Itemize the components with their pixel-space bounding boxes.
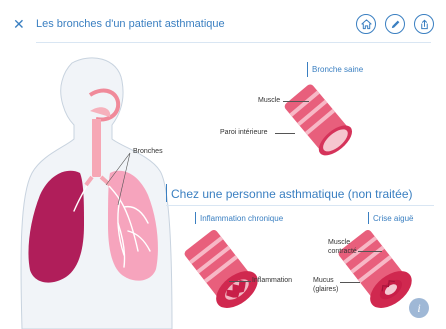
header-divider (36, 42, 431, 43)
muscle-leader-line (283, 101, 309, 102)
inflammation-leader-line (229, 281, 251, 282)
asthma-heading: Chez une personne asthmatique (non trait… (171, 187, 412, 201)
acute-crisis-label: Crise aiguë (373, 214, 413, 223)
healthy-section-label: Bronche saine (312, 65, 363, 74)
chronic-inflammation-label: Inflammation chronique (200, 214, 283, 223)
section-marker (166, 184, 167, 202)
inflammation-label: Inflammation (252, 277, 292, 284)
muscle-label: Muscle (258, 97, 280, 104)
inner-wall-label: Paroi intérieure (220, 129, 267, 136)
contracted-muscle-leader-line (358, 251, 382, 252)
chronic-bronchus-illustration (182, 228, 266, 318)
close-icon[interactable]: ✕ (13, 17, 25, 31)
healthy-bronchus-illustration (280, 82, 360, 162)
asthma-divider (166, 205, 434, 206)
info-icon: i (417, 301, 420, 316)
share-icon (419, 19, 430, 30)
mucus-label-line1: Mucus (313, 277, 334, 284)
contracted-muscle-label-line1: Muscle (328, 239, 350, 246)
bronchi-label: Bronches (133, 148, 163, 155)
mucus-label-line2: (glaires) (313, 286, 338, 293)
section-marker (368, 212, 369, 224)
home-icon (361, 19, 372, 30)
body-figure (10, 55, 185, 329)
home-button[interactable] (356, 14, 376, 34)
page-title: Les bronches d'un patient asthmatique (36, 18, 225, 30)
wall-leader-line (275, 133, 295, 134)
section-marker (195, 212, 196, 224)
header-bar: ✕ Les bronches d'un patient asthmatique (0, 0, 446, 48)
share-button[interactable] (414, 14, 434, 34)
contracted-muscle-label-line2: contracté (328, 248, 357, 255)
section-marker (307, 62, 308, 77)
mucus-leader-line (340, 282, 360, 283)
edit-button[interactable] (385, 14, 405, 34)
pencil-icon (390, 19, 401, 30)
info-button[interactable]: i (409, 298, 429, 318)
